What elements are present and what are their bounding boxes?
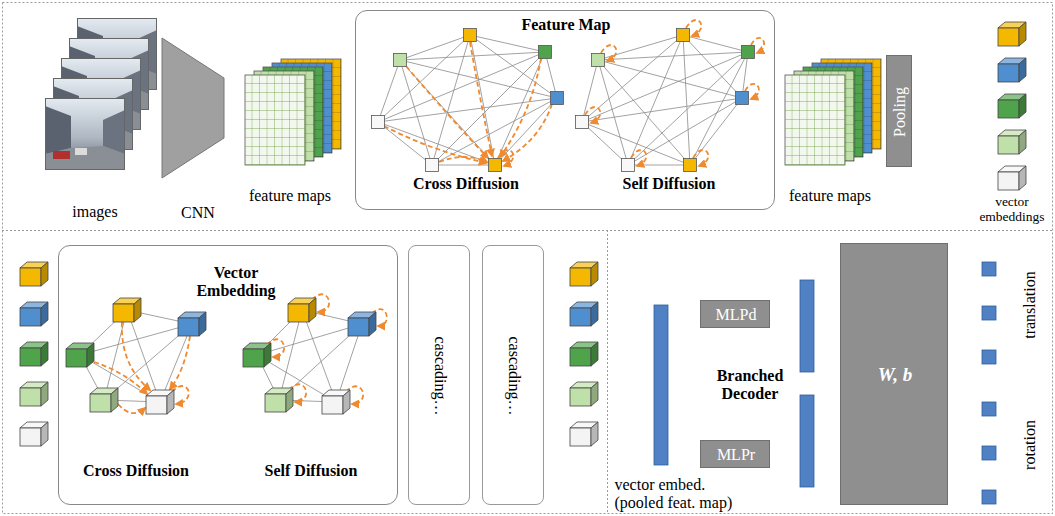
node-text: Feature Map — [521, 16, 610, 34]
output-label: translation — [1021, 271, 1039, 339]
input-embeddings — [20, 262, 48, 446]
image-stack — [45, 18, 157, 170]
vector-embeddings-label: vector embeddings — [972, 195, 1052, 225]
node-text: W, b — [878, 364, 912, 386]
feature-map-stack — [785, 59, 881, 165]
images-label: images — [72, 203, 117, 221]
graph-cross-vector — [66, 298, 206, 414]
feature-map-stack — [245, 59, 341, 165]
feature-maps-label: feature maps — [249, 187, 331, 205]
cnn-block: CNN — [158, 30, 238, 226]
pooling-box: Pooling — [886, 55, 912, 167]
input-label: vector embed. (pooled feat. map) — [615, 476, 740, 513]
node-text: MLPd — [716, 306, 757, 324]
vector-embedding-box: Vector EmbeddingCross Diffusion Self Diff… — [58, 245, 398, 505]
node-text: CNN — [181, 204, 215, 222]
weight-box: W, b — [840, 243, 948, 505]
node-subtext: Self Diffusion — [623, 175, 716, 193]
panel-borders — [2, 3, 1053, 515]
output-label: rotation — [1021, 420, 1039, 470]
graph-self-vector — [243, 294, 387, 414]
vector-embeddings — [998, 22, 1026, 190]
feature-maps-label: feature maps — [789, 187, 871, 205]
node-text: Pooling — [891, 87, 909, 137]
cascade-box: cascading… — [408, 245, 470, 505]
graph-cross-feature — [372, 29, 564, 172]
node-subtext: Self Diffusion — [265, 462, 358, 480]
cascade-box: cascading… — [482, 245, 544, 505]
node-text: MLPr — [717, 446, 755, 464]
decoder-title: Branched Decoder — [703, 367, 798, 404]
node-subtext: Cross Diffusion — [413, 175, 519, 193]
graph-self-feature — [576, 20, 765, 171]
feature-map-box: Feature MapCross Diffusion Self Diffusion — [355, 10, 775, 210]
mlp-box: MLPd — [700, 300, 770, 328]
output-embeddings — [570, 262, 598, 446]
node-text: Vector Embedding — [181, 264, 291, 301]
mlp-box: MLPr — [700, 440, 770, 468]
cnn-trapezoid — [158, 30, 238, 190]
cnn-shape — [162, 38, 224, 178]
node-subtext: Cross Diffusion — [83, 462, 189, 480]
node-text: cascading… — [505, 336, 523, 415]
node-text: cascading… — [431, 336, 449, 415]
